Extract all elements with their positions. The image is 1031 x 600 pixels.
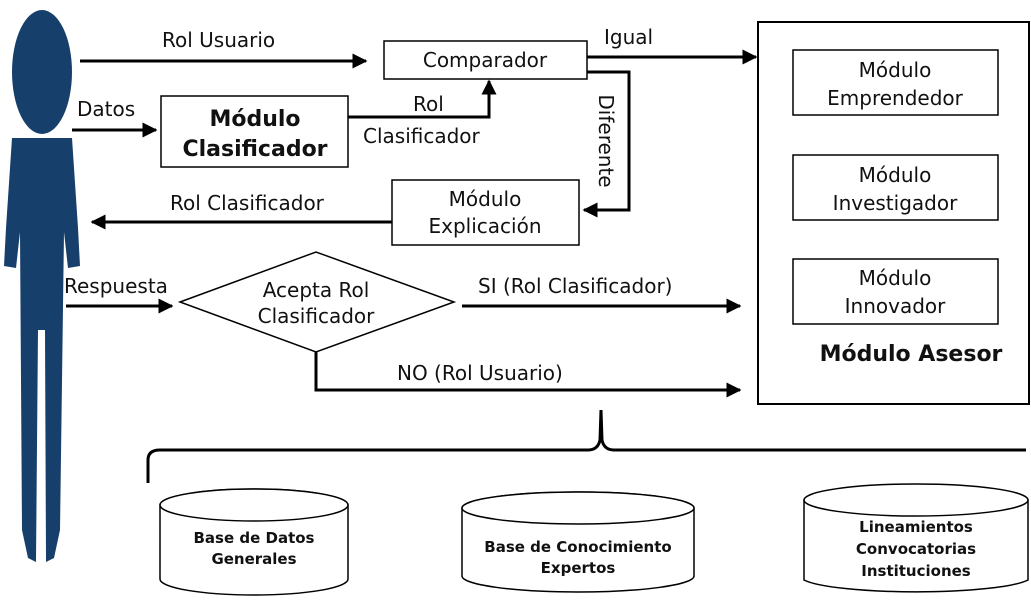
investigador-line2: Investigador: [833, 191, 958, 215]
decision-line2: Clasificador: [258, 304, 376, 328]
investigador-box: [792, 154, 999, 221]
innovador-line1: Módulo: [859, 266, 932, 290]
rol-clasificador-arrow: [348, 79, 497, 119]
rol-usuario-label: Rol Usuario: [162, 28, 275, 52]
db-generales-line1: Base de Datos: [194, 529, 315, 547]
clasificador-line1: Módulo: [209, 107, 300, 132]
db-lineamientos-line3: Instituciones: [861, 562, 971, 580]
database-lineamientos: Lineamientos Convocatorias Instituciones: [803, 483, 1029, 593]
emprendedor-line1: Módulo: [859, 58, 932, 82]
database-conocimiento: Base de Conocimiento Expertos: [461, 491, 695, 593]
diferente-arrow: [582, 70, 631, 218]
emprendedor-line2: Emprendedor: [827, 86, 964, 110]
clasificador-box: [160, 95, 349, 168]
emprendedor-box: [792, 49, 999, 116]
explicacion-line2: Explicación: [429, 214, 542, 238]
igual-label: Igual: [604, 25, 653, 49]
rol-label: Rol: [413, 92, 444, 116]
innovador-box: [792, 258, 999, 325]
asesor-title: Módulo Asesor: [820, 342, 1003, 367]
no-arrow: [314, 352, 742, 398]
clasificador-line2: Clasificador: [182, 137, 327, 162]
db-generales-line2: Generales: [211, 550, 296, 568]
no-label: NO (Rol Usuario): [397, 361, 563, 385]
datos-label: Datos: [77, 97, 135, 121]
acepta-rol-decision: [177, 251, 457, 353]
clasificador-edge-label: Clasificador: [363, 124, 481, 148]
database-brace: [146, 409, 1026, 483]
comparador-label: Comparador: [423, 48, 548, 72]
database-generales: Base de Datos Generales: [159, 488, 349, 596]
decision-line1: Acepta Rol: [263, 278, 370, 302]
respuesta-label: Respuesta: [64, 274, 168, 298]
explicacion-line1: Módulo: [449, 187, 522, 211]
diferente-label: Diferente: [594, 94, 618, 187]
rol-clasificador-return-label: Rol Clasificador: [170, 191, 325, 215]
db-conocimiento-line1: Base de Conocimiento: [484, 538, 671, 556]
db-lineamientos-line2: Convocatorias: [856, 540, 976, 558]
comparador-box: [383, 40, 588, 80]
si-label: SI (Rol Clasificador): [478, 274, 672, 298]
db-lineamientos-line1: Lineamientos: [859, 518, 973, 536]
user-figure-icon: [4, 10, 80, 562]
innovador-line2: Innovador: [845, 294, 947, 318]
db-conocimiento-line2: Expertos: [541, 559, 616, 577]
investigador-line1: Módulo: [859, 163, 932, 187]
explicacion-box: [391, 179, 580, 246]
